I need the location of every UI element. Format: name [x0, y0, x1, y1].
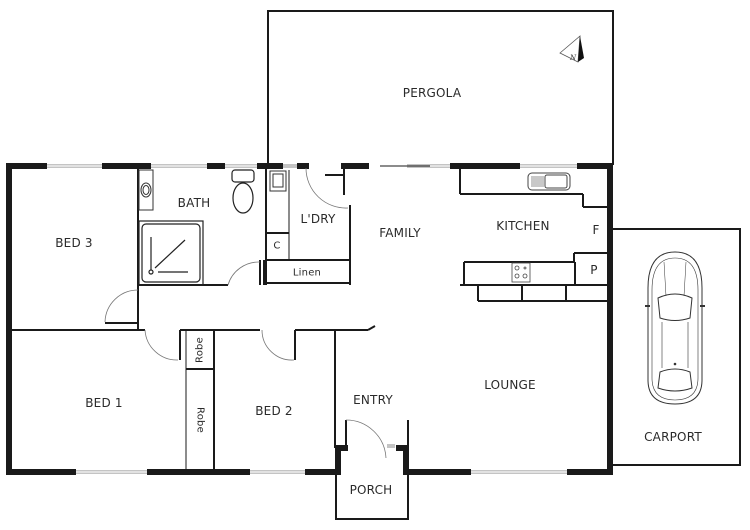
- room-label-bed3: BED 3: [55, 236, 93, 250]
- room-label-pantry: P: [590, 263, 598, 277]
- room-label-bath: BATH: [177, 196, 211, 210]
- shower-icon: [138, 220, 204, 286]
- room-label-robe-bottom: Robe: [194, 407, 206, 433]
- room-label-laundry: L'DRY: [300, 212, 336, 226]
- compass-icon: N: [559, 35, 584, 63]
- room-label-kitchen: KITCHEN: [496, 219, 550, 233]
- room-label-cupboard: C: [273, 240, 281, 252]
- room-label-linen: Linen: [292, 267, 322, 279]
- room-label-entry: ENTRY: [353, 393, 393, 407]
- room-label-bed1: BED 1: [85, 396, 123, 410]
- toilet-icon: [231, 169, 255, 214]
- room-label-robe-top: Robe: [194, 337, 206, 363]
- room-label-fridge: F: [592, 223, 600, 237]
- car-icon: [645, 251, 705, 405]
- room-label-lounge: LOUNGE: [484, 378, 536, 392]
- svg-text:N: N: [569, 54, 577, 62]
- pergola-outline: [267, 10, 614, 165]
- vanity-basin-icon: [138, 169, 154, 211]
- room-label-bed2: BED 2: [255, 404, 293, 418]
- room-label-porch: PORCH: [349, 483, 393, 497]
- kitchen-sink-icon: [527, 172, 571, 191]
- interior-walls: [12, 165, 608, 520]
- carport-outline: [613, 228, 741, 466]
- door-swings: [104, 167, 387, 459]
- exterior-walls: [6, 163, 613, 475]
- cooktop-icon: [511, 262, 531, 283]
- room-label-carport: CARPORT: [644, 430, 702, 444]
- laundry-tub-icon: [269, 170, 287, 192]
- room-label-family: FAMILY: [379, 226, 421, 240]
- room-label-pergola: PERGOLA: [402, 86, 462, 100]
